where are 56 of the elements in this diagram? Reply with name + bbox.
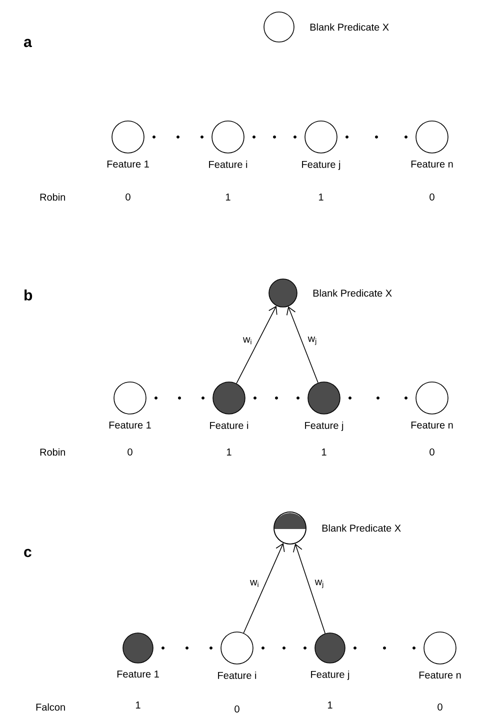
node-label: Blank Predicate X [310, 23, 389, 31]
feature-node: Feature n [411, 382, 453, 429]
feature-node: Feature j [311, 632, 350, 680]
feature-value: 0 [430, 193, 434, 201]
node-label: Blank Predicate X [322, 524, 401, 532]
edge-label: w$_{i}$ [242, 337, 252, 344]
panel-letter: a [24, 38, 32, 48]
row-label: Robin [40, 193, 65, 201]
feature-node: Feature n [411, 120, 453, 168]
node-label: Feature i [210, 422, 248, 429]
feature-node: Feature 1 [109, 382, 151, 429]
arrow [243, 543, 285, 634]
feature-node: Feature n [419, 632, 461, 679]
feature-value: 1 [136, 702, 140, 708]
feature-value: 0 [234, 705, 240, 713]
predicate-node: Blank Predicate X [274, 512, 401, 544]
node-label: Feature i [209, 160, 248, 168]
arrow [292, 544, 326, 634]
feature-value: 0 [126, 193, 130, 201]
feature-value: 1 [322, 448, 326, 456]
node-label: Feature i [218, 672, 256, 679]
row-label: Falcon [36, 703, 65, 711]
node-label: Feature 1 [109, 422, 151, 429]
edge-label: w$_{j}$ [314, 580, 324, 588]
feature-node: Feature j [302, 120, 340, 170]
edge-label: w$_{j}$ [308, 336, 316, 345]
feature-node: Feature 1 [107, 120, 149, 168]
node-label: Feature n [419, 672, 461, 679]
panel-letter: c [24, 548, 32, 558]
feature-value: 0 [128, 448, 132, 456]
node-label: Feature 1 [117, 670, 159, 678]
node-label: Feature j [311, 670, 350, 680]
node-label: Feature 1 [107, 160, 149, 168]
feature-value: 1 [318, 194, 324, 200]
feature-value: 0 [430, 448, 434, 456]
node-label: Blank Predicate X [313, 289, 392, 297]
feature-node: Feature i [218, 632, 256, 679]
edge-label: w$_{i}$ [250, 580, 258, 587]
feature-node: Feature i [209, 120, 248, 168]
node-label: Feature n [411, 422, 453, 429]
feature-value: 0 [438, 703, 442, 711]
arrow [286, 306, 318, 384]
feature-node: Feature j [305, 382, 344, 431]
node-label: Feature j [305, 422, 344, 431]
arrow [236, 306, 278, 384]
node-label: Feature j [302, 160, 340, 170]
feature-node: Feature 1 [117, 632, 159, 678]
predicate-node: Blank Predicate X [268, 278, 392, 308]
node-label: Feature n [411, 160, 453, 168]
feature-value: 1 [226, 194, 230, 200]
feature-node: Feature i [210, 382, 248, 429]
panel-letter: b [24, 290, 32, 300]
feature-value: 1 [328, 702, 332, 708]
feature-value: 1 [226, 448, 232, 456]
predicate-node: Blank Predicate X [264, 12, 389, 42]
row-label: Robin [40, 448, 65, 456]
